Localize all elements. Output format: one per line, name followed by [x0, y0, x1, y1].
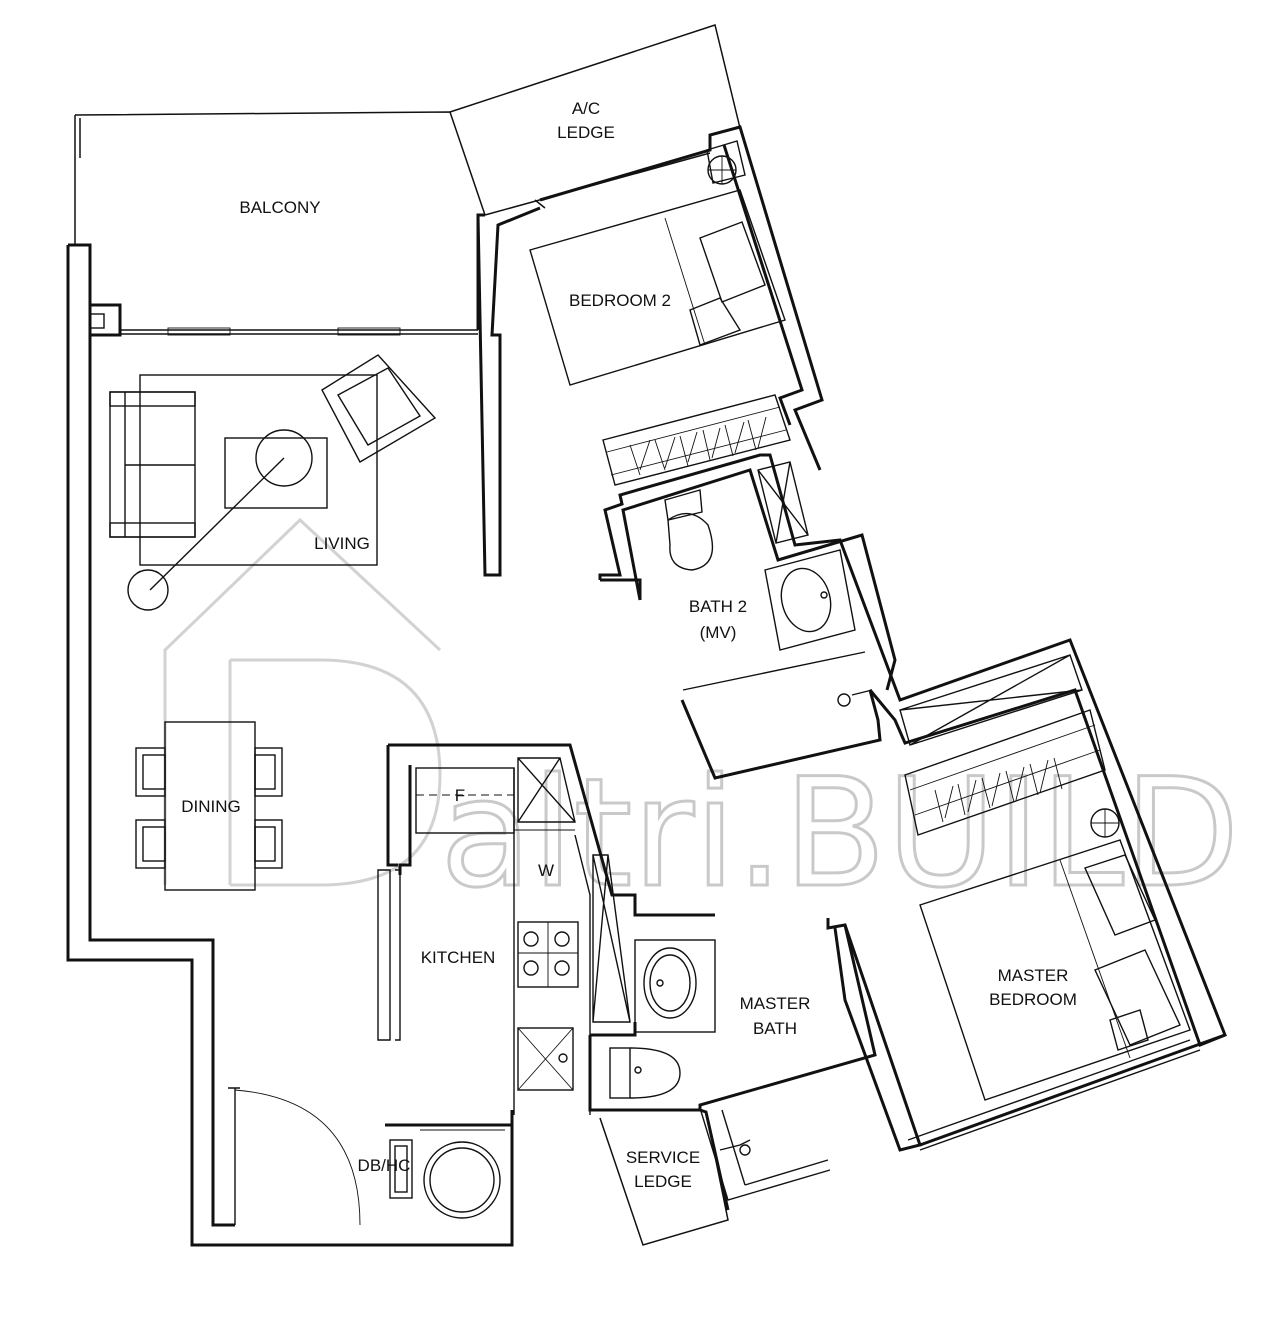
label-ac-ledge-2: LEDGE — [557, 123, 615, 142]
living-furniture — [109, 354, 437, 611]
master-bedroom — [826, 654, 1226, 1152]
db-hc — [389, 1129, 505, 1219]
label-db-hc: DB/HC — [358, 1156, 411, 1175]
balcony — [74, 111, 486, 336]
label-service-ledge-2: LEDGE — [634, 1172, 692, 1191]
bath-2 — [664, 461, 873, 707]
label-dining: DINING — [181, 797, 241, 816]
label-bath-2-1: BATH 2 — [689, 597, 747, 616]
label-master-bath-1: MASTER — [740, 994, 811, 1013]
bedroom-2 — [529, 140, 791, 486]
label-master-bedroom-1: MASTER — [998, 966, 1069, 985]
label-ac-ledge-1: A/C — [572, 99, 600, 118]
label-master-bath-2: BATH — [753, 1019, 797, 1038]
label-kitchen: KITCHEN — [421, 948, 496, 967]
entrance-door — [228, 1087, 361, 1226]
master-bath — [588, 924, 877, 1201]
label-bedroom-2: BEDROOM 2 — [569, 291, 671, 310]
watermark-text: altri.BUILD — [440, 747, 1239, 921]
label-living: LIVING — [314, 534, 370, 553]
label-bath-2-2: (MV) — [700, 623, 737, 642]
label-washer: W — [538, 861, 554, 880]
kitchen — [377, 743, 715, 1247]
label-balcony: BALCONY — [239, 198, 320, 217]
outer-walls — [66, 125, 1227, 1247]
watermark: altri.BUILD — [163, 517, 1241, 923]
service-ledge — [599, 1108, 730, 1246]
dining-furniture — [135, 721, 283, 891]
room-labels: BALCONY A/C LEDGE BEDROOM 2 LIVING BATH … — [181, 99, 1077, 1191]
ac-ledge — [449, 24, 741, 216]
label-fridge: F — [455, 786, 465, 805]
label-service-ledge-1: SERVICE — [626, 1148, 700, 1167]
label-master-bedroom-2: BEDROOM — [989, 990, 1077, 1009]
